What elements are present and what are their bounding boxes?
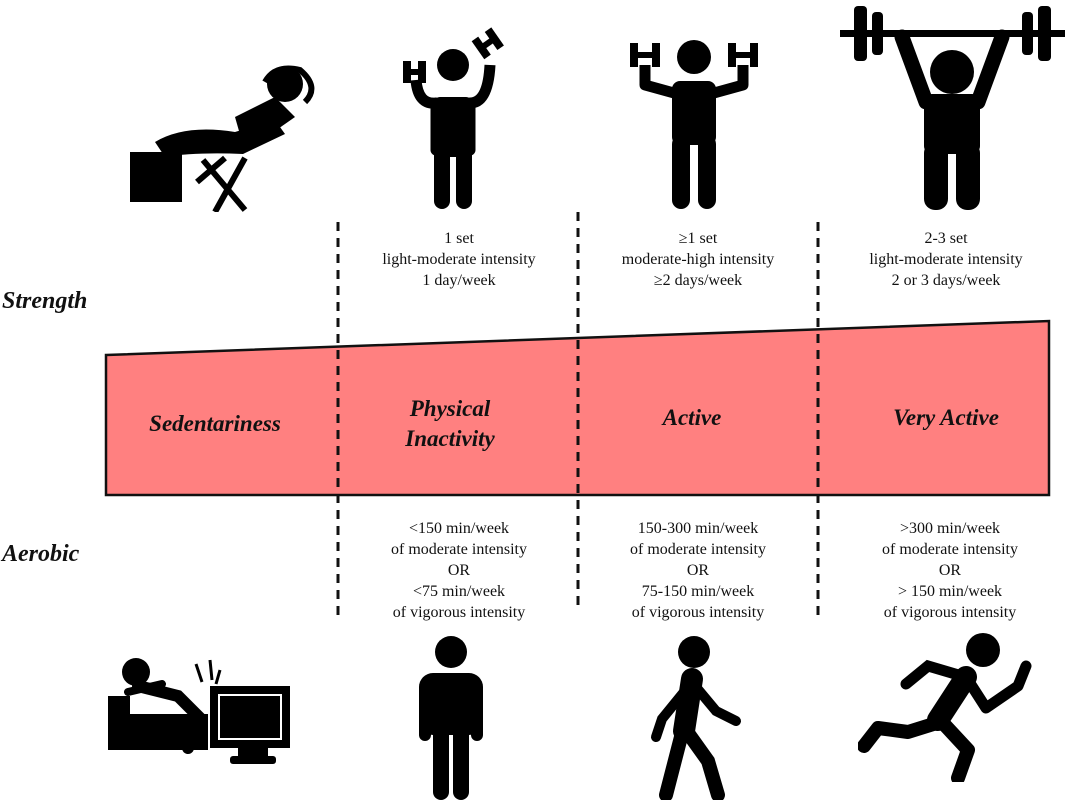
reclining-person-icon — [130, 65, 315, 212]
person-lifting-barbell-icon — [840, 6, 1065, 210]
strength-desc-physical-inactivity: 1 set light-moderate intensity 1 day/wee… — [382, 230, 536, 289]
person-on-couch-watching-tv-icon — [108, 658, 290, 764]
category-very-active: Very Active — [893, 405, 999, 430]
strength-label: Strength — [2, 288, 88, 314]
category-physical-inactivity-line1: Physical — [409, 396, 491, 421]
aerobic-label: Aerobic — [2, 541, 80, 567]
person-lifting-dumbbells-icon — [403, 27, 504, 209]
strength-desc-very-active: 2-3 set light-moderate intensity 2 or 3 … — [869, 230, 1023, 289]
walking-person-icon — [651, 636, 741, 800]
strength-desc-active: ≥1 set moderate-high intensity ≥2 days/w… — [621, 230, 775, 289]
aerobic-desc-physical-inactivity: <150 min/week of moderate intensity OR <… — [391, 520, 527, 621]
aerobic-desc-very-active: >300 min/week of moderate intensity OR >… — [882, 520, 1018, 621]
running-person-icon — [858, 633, 1032, 782]
person-pressing-dumbbells-icon — [630, 40, 758, 209]
category-physical-inactivity-line2: Inactivity — [404, 426, 495, 451]
category-sedentariness: Sedentariness — [149, 411, 281, 436]
standing-person-icon — [419, 636, 483, 800]
category-active: Active — [661, 405, 722, 430]
aerobic-desc-active: 150-300 min/week of moderate intensity O… — [630, 520, 766, 621]
